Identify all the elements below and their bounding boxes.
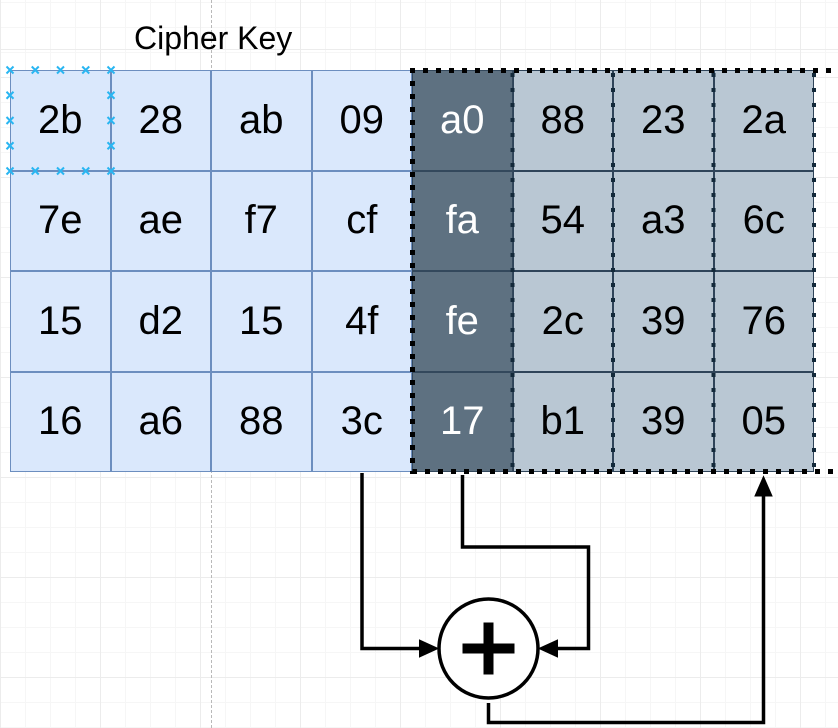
key-cell-expanded[interactable]: 39 [613,271,714,372]
key-cell-selected[interactable]: 2b [10,70,111,171]
key-cell-highlighted[interactable]: 17 [412,371,513,472]
arrow-w4-to-xor[interactable] [460,475,591,658]
key-cell[interactable]: 15 [10,271,111,372]
key-cell-highlighted[interactable]: fe [412,271,513,372]
key-cell-expanded[interactable]: 88 [512,70,613,171]
key-cell-expanded[interactable]: a3 [613,170,714,271]
key-cell[interactable]: 28 [110,70,211,171]
key-cell[interactable]: 15 [211,271,312,372]
key-cell-expanded[interactable]: 76 [713,271,814,372]
key-cell-highlighted[interactable]: fa [412,170,513,271]
key-cell[interactable]: 88 [211,371,312,472]
key-cell-expanded[interactable]: 23 [613,70,714,171]
key-cell[interactable]: cf [311,170,412,271]
cipher-key-grid: 2b 28 ab 09 a0 88 23 2a 7e ae f7 cf fa 5… [10,70,814,472]
key-cell[interactable]: 4f [311,271,412,372]
key-cell[interactable]: 16 [10,371,111,472]
key-cell[interactable]: 3c [311,371,412,472]
key-cell-highlighted[interactable]: a0 [412,70,513,171]
key-cell[interactable]: a6 [110,371,211,472]
key-cell-expanded[interactable]: 39 [613,371,714,472]
xor-node[interactable] [437,597,540,700]
key-cell-expanded[interactable]: 05 [713,371,814,472]
key-cell-expanded[interactable]: 6c [713,170,814,271]
key-cell[interactable]: f7 [211,170,312,271]
key-cell-expanded[interactable]: 54 [512,170,613,271]
key-cell[interactable]: ae [110,170,211,271]
xor-plus-icon [462,622,515,675]
arrow-w3-to-xor[interactable] [360,473,440,658]
diagram-title[interactable]: Cipher Key [134,20,293,56]
key-cell-expanded[interactable]: 2a [713,70,814,171]
key-cell-expanded[interactable]: 2c [512,271,613,372]
key-cell-expanded[interactable]: b1 [512,371,613,472]
key-cell[interactable]: d2 [110,271,211,372]
arrow-xor-to-w7[interactable] [486,475,773,725]
key-cell[interactable]: 7e [10,170,111,271]
key-cell[interactable]: 09 [311,70,412,171]
key-cell[interactable]: ab [211,70,312,171]
